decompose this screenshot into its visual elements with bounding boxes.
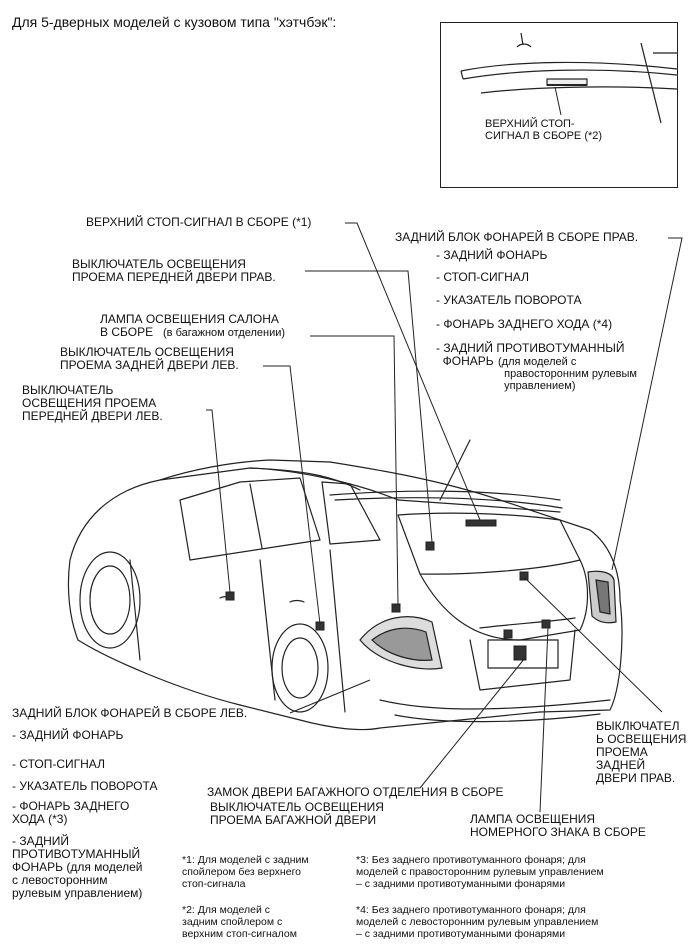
lh-item-4: - ФОНАРЬ ЗАДНЕГО ХОДА (*3): [12, 799, 130, 826]
page-title: Для 5-дверных моделей с кузовом типа "хэ…: [12, 14, 337, 30]
inset-high-stop-label: ВЕРХНИЙ СТОП- СИГНАЛ В СБОРЕ (*2): [485, 118, 603, 142]
label-back-door-lock: ЗАМОК ДВЕРИ БАГАЖНОГО ОТДЕЛЕНИЯ В СБОРЕ: [207, 785, 504, 799]
label-back-door-switch: ВЫКЛЮЧАТЕЛЬ ОСВЕЩЕНИЯ ПРОЕМА БАГАЖНОЙ ДВ…: [210, 800, 384, 827]
label-room-lamp-note: (в багажном отделении): [163, 327, 286, 339]
rh-item-1: - ЗАДНИЙ ФОНАРЬ: [436, 248, 548, 262]
inset-spoiler-view: ВЕРХНИЙ СТОП- СИГНАЛ В СБОРЕ (*2): [440, 22, 678, 188]
label-rear-door-switch-lh: ВЫКЛЮЧАТЕЛЬ ОСВЕЩЕНИЯ ПРОЕМА ЗАДНЕЙ ДВЕР…: [60, 345, 239, 372]
label-front-door-switch-lh: ВЫКЛЮЧАТЕЛЬ ОСВЕЩЕНИЯ ПРОЕМА ПЕРЕДНЕЙ ДВ…: [22, 383, 163, 423]
label-rear-combo-rh: ЗАДНИЙ БЛОК ФОНАРЕЙ В СБОРЕ ПРАВ.: [395, 230, 639, 244]
lh-item-fog: - ЗАДНИЙ ПРОТИВОТУМАННЫЙ ФОНАРЬ (для мод…: [12, 834, 143, 900]
label-high-stop-1: ВЕРХНИЙ СТОП-СИГНАЛ В СБОРЕ (*1): [86, 215, 312, 229]
rh-item-2: - СТОП-СИГНАЛ: [436, 270, 529, 284]
footnote-1: *1: Для моделей с задним спойлером без в…: [182, 854, 309, 890]
footnote-2: *2: Для моделей с задним спойлером с вер…: [182, 904, 297, 940]
label-front-door-switch-rh: ВЫКЛЮЧАТЕЛЬ ОСВЕЩЕНИЯ ПРОЕМА ПЕРЕДНЕЙ ДВ…: [72, 257, 276, 284]
inset-spoiler-drawing: [460, 32, 678, 124]
label-rear-combo-lh: ЗАДНИЙ БЛОК ФОНАРЕЙ В СБОРЕ ЛЕВ.: [12, 706, 248, 720]
label-license-lamp: ЛАМПА ОСВЕЩЕНИЯ НОМЕРНОГО ЗНАКА В СБОРЕ: [470, 812, 646, 839]
rh-item-4: - ФОНАРЬ ЗАДНЕГО ХОДА (*4): [436, 317, 613, 331]
footnote-3: *3: Без заднего противотуманного фонаря;…: [356, 854, 604, 890]
label-rear-door-switch-rh: ВЫКЛЮЧАТЕЛ Ь ОСВЕЩЕНИЯ ПРОЕМА ЗАДНЕЙ ДВЕ…: [596, 719, 687, 785]
lh-item-3: - УКАЗАТЕЛЬ ПОВОРОТА: [12, 779, 158, 793]
lh-item-2: - СТОП-СИГНАЛ: [12, 757, 105, 771]
footnote-4: *4: Без заднего противотуманного фонаря;…: [356, 904, 599, 940]
rh-item-3: - УКАЗАТЕЛЬ ПОВОРОТА: [436, 293, 582, 307]
rh-item-fog-note: (для моделей с правосторонним рулевым уп…: [498, 356, 637, 392]
rh-item-fog: - ЗАДНИЙ ПРОТИВОТУМАННЫЙ ФОНАРЬ: [436, 341, 625, 368]
lh-item-1: - ЗАДНИЙ ФОНАРЬ: [12, 728, 124, 742]
label-room-lamp: ЛАМПА ОСВЕЩЕНИЯ САЛОНА В СБОРЕ: [100, 312, 279, 339]
